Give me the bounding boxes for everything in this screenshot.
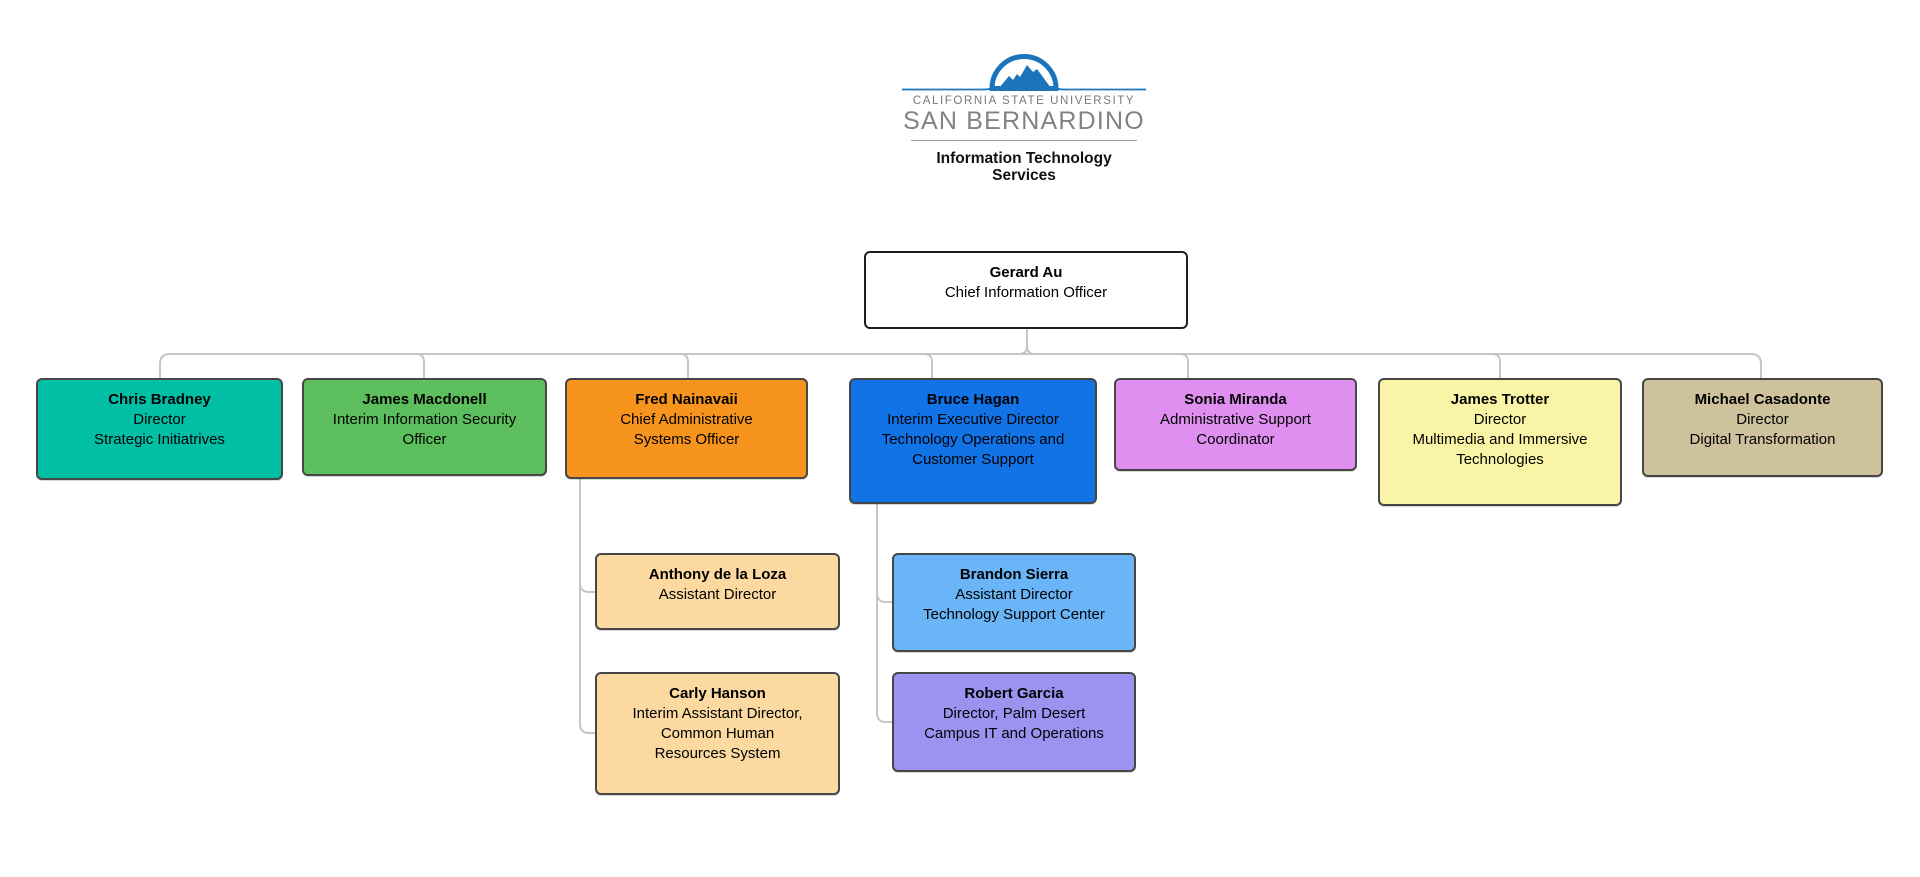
org-node-title-line: Officer (402, 431, 447, 448)
org-node-title-line: Chief Administrative (620, 411, 753, 428)
org-node-title-line: Director (1736, 411, 1789, 428)
org-node-person-name: Gerard Au (989, 264, 1063, 281)
org-node-title-line: Interim Assistant Director, (632, 705, 803, 722)
org-node-title-line: Interim Executive Director (887, 411, 1059, 428)
org-node-title-line: Director, Palm Desert (942, 705, 1086, 722)
org-node-title-line: Customer Support (912, 451, 1034, 468)
org-node-title-line: Campus IT and Operations (924, 725, 1104, 742)
org-node-person-name: Chris Bradney (108, 391, 211, 408)
logo-campus-text: SAN BERNARDINO (903, 107, 1145, 135)
org-node-person-name: Bruce Hagan (926, 391, 1020, 408)
org-node-title-line: Resources System (654, 745, 781, 762)
org-node-title-line: Interim Information Security (332, 411, 517, 428)
org-node-person-name: Anthony de la Loza (648, 566, 787, 583)
org-node-person-name: Sonia Miranda (1184, 391, 1287, 408)
logo-department-line2: Services (992, 167, 1056, 184)
org-node-person-name: Carly Hanson (669, 685, 766, 702)
org-node-person-name: Robert Garcia (964, 685, 1064, 702)
org-node-title-line: Technologies (1456, 451, 1544, 468)
org-node-gerard-au: Gerard Au Chief Information Officer (864, 251, 1188, 329)
org-node-person-name: Fred Nainavaii (635, 391, 738, 408)
org-node-person-name: Brandon Sierra (959, 566, 1069, 583)
org-node-person-name: James Trotter (1450, 391, 1550, 408)
org-node-title-line: Director (133, 411, 186, 428)
org-node-title-line: Digital Transformation (1689, 431, 1836, 448)
logo-university-text: CALIFORNIA STATE UNIVERSITY (912, 95, 1136, 107)
org-node-title-line: Technology Operations and (881, 431, 1065, 448)
org-node-title-line: Strategic Initiatrives (94, 431, 225, 448)
org-node-title-line: Director (1473, 411, 1527, 428)
org-node-person-name: James Macdonell (362, 391, 487, 408)
org-node-title-line: Chief Information Officer (944, 284, 1108, 301)
org-node-title-line: Multimedia and Immersive (1412, 431, 1588, 448)
org-node-title-line: Assistant Director (955, 586, 1073, 603)
logo-divider (911, 140, 1137, 141)
org-node-title-line: Technology Support Center (923, 606, 1105, 623)
org-node-person-name: Michael Casadonte (1694, 391, 1831, 408)
csusb-arch-mountain-icon (902, 54, 1146, 91)
org-node-title-line: Common Human (660, 725, 775, 742)
org-node-title-line: Administrative Support (1160, 411, 1311, 428)
csusb-logo: CALIFORNIA STATE UNIVERSITY SAN BERNARDI… (900, 44, 1148, 184)
org-node-title-line: Coordinator (1196, 431, 1275, 448)
org-node-title-line: Assistant Director (658, 586, 777, 603)
org-node-title-line: Systems Officer (633, 431, 740, 448)
logo-department-line1: Information Technology (936, 150, 1112, 167)
